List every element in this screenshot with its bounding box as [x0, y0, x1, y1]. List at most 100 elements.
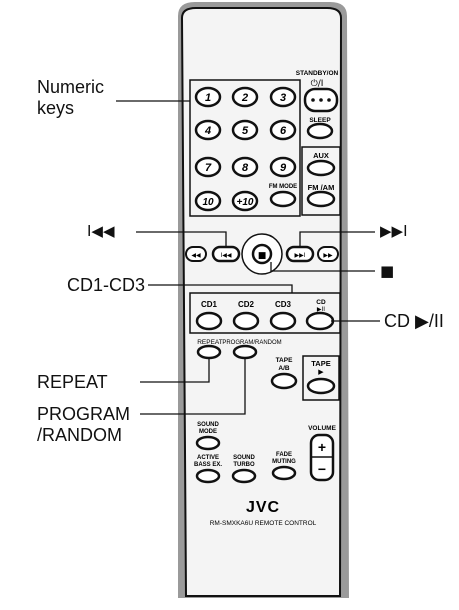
- tape-ab-label: A/B: [278, 365, 290, 372]
- active-bass-label: BASS EX.: [194, 462, 222, 468]
- rewind-button[interactable]: ◀◀: [185, 246, 207, 262]
- volume-up-button[interactable]: +: [318, 439, 326, 455]
- numeric-key-label: 2: [241, 92, 248, 104]
- callout-numeric-keys: Numeric keys: [37, 77, 105, 118]
- callout-cd1-cd3: CD1-CD3: [67, 275, 146, 295]
- aux-fm-panel: [301, 146, 341, 216]
- next-track-button[interactable]: ▶▶I: [285, 245, 315, 263]
- numeric-key-label: 1: [205, 92, 211, 104]
- cd-panel: [189, 292, 341, 334]
- tape-panel: [302, 355, 340, 401]
- program-random-button[interactable]: [232, 344, 258, 360]
- numeric-key-3[interactable]: 3: [269, 86, 297, 108]
- cd-label: CD: [316, 299, 326, 306]
- numeric-key-8[interactable]: 8: [231, 156, 259, 178]
- numeric-key-label: 8: [242, 162, 249, 174]
- numeric-key-10[interactable]: 10: [194, 190, 222, 212]
- numeric-key-label: 7: [205, 162, 212, 174]
- cd-play-pause-button[interactable]: [305, 311, 335, 331]
- numeric-key-label: 4: [204, 125, 211, 137]
- leader-lines: [116, 100, 380, 415]
- leader-stop: [270, 262, 375, 272]
- numeric-key-4[interactable]: 4: [194, 119, 222, 141]
- aux-label: AUX: [313, 151, 329, 160]
- tape-ab-button[interactable]: [270, 372, 298, 390]
- callout-prev-track: I◀◀: [87, 222, 115, 240]
- sound-mode-label: SOUND: [197, 422, 219, 428]
- volume-down-button[interactable]: −: [318, 461, 326, 477]
- leader-next-track: [299, 231, 375, 247]
- cd1-label: CD1: [201, 300, 218, 309]
- numeric-key-label: 9: [280, 162, 287, 174]
- numeric-key-label: 6: [280, 125, 287, 137]
- numeric-key-2[interactable]: 2: [231, 86, 259, 108]
- standby-label: STANDBY/ON: [296, 70, 339, 77]
- standby-symbol: ⏻/I: [311, 78, 324, 89]
- leader-program-random: [140, 358, 246, 415]
- sound-turbo-label: TURBO: [233, 462, 255, 468]
- sound-mode-label: MODE: [199, 429, 217, 435]
- fm-am-label: FM /AM: [308, 183, 335, 192]
- prev-track-icon: I◀◀: [221, 252, 232, 259]
- cd2-button[interactable]: [232, 311, 260, 331]
- cd3-label: CD3: [275, 300, 292, 309]
- callout-repeat: REPEAT: [37, 372, 108, 392]
- stop-icon: ■: [258, 251, 267, 261]
- numeric-key-label: 10: [202, 197, 214, 208]
- numeric-key-label: +10: [237, 197, 254, 208]
- program-random-label: PROGRAM/RANDOM: [222, 340, 281, 346]
- brand-logo: JVC: [246, 499, 280, 516]
- numeric-key-panel: [189, 79, 301, 217]
- numeric-key-plus10[interactable]: +10: [231, 190, 259, 212]
- callout-stop: ■: [380, 262, 395, 280]
- sound-mode-button[interactable]: [195, 435, 221, 451]
- numeric-key-label: 3: [280, 92, 286, 104]
- cd-play-icon: ▶II: [317, 306, 325, 313]
- callout-next-track: ▶▶I: [380, 222, 408, 240]
- fast-forward-icon: ▶▶: [323, 252, 333, 259]
- numeric-key-7[interactable]: 7: [194, 156, 222, 178]
- repeat-button[interactable]: [196, 344, 222, 360]
- callout-program-random: PROGRAM /RANDOM: [37, 404, 131, 445]
- model-label: RM-SMXKA6U REMOTE CONTROL: [210, 520, 317, 527]
- tape-play-button[interactable]: [306, 377, 336, 395]
- repeat-label: REPEAT: [197, 339, 223, 346]
- numeric-key-label: 5: [242, 125, 249, 137]
- sleep-label: SLEEP: [309, 117, 331, 124]
- fade-muting-label: FADE: [276, 452, 292, 458]
- numeric-key-5[interactable]: 5: [231, 119, 259, 141]
- active-bass-label: ACTIVE: [197, 455, 219, 461]
- next-track-icon: ▶▶I: [295, 252, 306, 259]
- tape-ab-label: TAPE: [276, 357, 294, 364]
- standby-button[interactable]: [303, 87, 339, 113]
- leader-prev-track: [136, 231, 227, 247]
- volume-label: VOLUME: [308, 425, 336, 432]
- stop-button[interactable]: [251, 243, 273, 265]
- leader-repeat: [140, 358, 210, 383]
- sleep-button[interactable]: [306, 122, 334, 140]
- prev-track-button[interactable]: I◀◀: [211, 245, 241, 263]
- fm-am-button[interactable]: [306, 190, 336, 208]
- numeric-key-9[interactable]: 9: [269, 156, 297, 178]
- sound-turbo-label: SOUND: [233, 455, 255, 461]
- cd3-button[interactable]: [269, 311, 297, 331]
- aux-button[interactable]: [306, 159, 336, 177]
- fade-muting-label: MUTING: [272, 459, 296, 465]
- fast-forward-button[interactable]: ▶▶: [317, 246, 339, 262]
- fade-muting-button[interactable]: [271, 465, 297, 481]
- callout-cd-play-pause: CD ▶/II: [384, 311, 444, 331]
- sound-turbo-button[interactable]: [231, 468, 257, 484]
- tape-play-icon: ▶: [318, 368, 324, 376]
- cd2-label: CD2: [238, 300, 255, 309]
- leader-cd1-cd3: [148, 284, 293, 293]
- fm-mode-button[interactable]: [269, 190, 297, 208]
- numeric-key-1[interactable]: 1: [194, 86, 222, 108]
- fm-mode-label: FM MODE: [269, 184, 297, 190]
- numeric-key-6[interactable]: 6: [269, 119, 297, 141]
- active-bass-button[interactable]: [195, 468, 221, 484]
- rewind-icon: ◀◀: [191, 252, 201, 259]
- tape-label: TAPE: [311, 359, 330, 368]
- cd1-button[interactable]: [195, 311, 223, 331]
